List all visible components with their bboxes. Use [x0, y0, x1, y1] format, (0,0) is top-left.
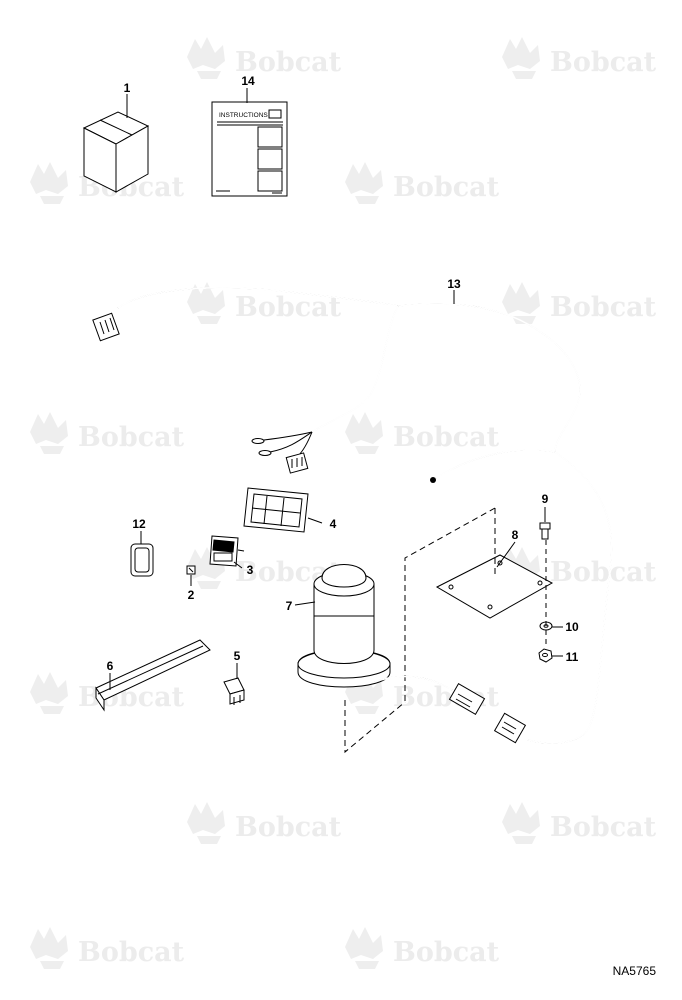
- switch-decal-icon: [130, 543, 154, 577]
- callout-3: 3: [247, 563, 254, 577]
- rocker-switch-icon: [209, 535, 245, 567]
- callout-12: 12: [132, 517, 146, 531]
- bobcat-logo-icon: [345, 412, 383, 454]
- bobcat-watermark: Bobcat: [187, 282, 342, 324]
- bobcat-watermark: Bobcat: [502, 282, 657, 324]
- callout-5: 5: [234, 649, 241, 663]
- callout-1: 1: [124, 81, 131, 95]
- watermark-brand-text: Bobcat: [550, 812, 657, 843]
- bobcat-logo-icon: [345, 927, 383, 969]
- wiring-harness-icon: [92, 287, 613, 744]
- lens-clip-icon: [186, 565, 196, 575]
- fuse-icon: [223, 677, 245, 705]
- bobcat-logo-icon: [187, 802, 225, 844]
- watermark-brand-text: Bobcat: [393, 422, 500, 453]
- beacon-light-icon: [297, 564, 486, 715]
- nut-icon: [538, 648, 553, 663]
- bobcat-watermark: Bobcat: [30, 927, 185, 969]
- bobcat-watermark: Bobcat: [502, 802, 657, 844]
- watermark-brand-text: Bobcat: [78, 422, 185, 453]
- bobcat-watermark: Bobcat: [345, 162, 500, 204]
- callout-8: 8: [512, 528, 519, 542]
- callout-4: 4: [330, 517, 337, 531]
- instruction-sheet-icon: INSTRUCTIONS: [211, 101, 288, 197]
- watermark-brand-text: Bobcat: [393, 172, 500, 203]
- bobcat-watermark: Bobcat: [502, 547, 657, 589]
- callout-leaders: [109, 88, 563, 690]
- alignment-lines: [344, 507, 547, 754]
- watermark-brand-text: Bobcat: [235, 292, 342, 323]
- bobcat-logo-icon: [502, 802, 540, 844]
- mounting-strip-icon: [95, 639, 211, 712]
- watermark-brand-text: Bobcat: [78, 937, 185, 968]
- figure-reference-code: NA5765: [613, 964, 657, 978]
- package-box-icon: [82, 111, 150, 193]
- bobcat-logo-icon: [30, 412, 68, 454]
- bobcat-watermark: Bobcat: [30, 412, 185, 454]
- watermark-brand-text: Bobcat: [393, 937, 500, 968]
- bobcat-logo-icon: [502, 37, 540, 79]
- bobcat-logo-icon: [502, 282, 540, 324]
- callout-7: 7: [286, 599, 293, 613]
- instructions-heading: INSTRUCTIONS: [219, 112, 268, 119]
- callout-numbers: 1 2 3 4 5 6 7 8 9 10 11 12 13 14: [107, 74, 579, 673]
- bobcat-logo-icon: [187, 37, 225, 79]
- bobcat-logo-icon: [345, 162, 383, 204]
- callout-11: 11: [566, 650, 579, 664]
- watermark-brand-text: Bobcat: [235, 812, 342, 843]
- callout-13: 13: [447, 277, 461, 291]
- bobcat-watermark: Bobcat: [502, 37, 657, 79]
- watermark-brand-text: Bobcat: [550, 47, 657, 78]
- bobcat-logo-icon: [30, 162, 68, 204]
- bobcat-watermark: Bobcat: [187, 37, 342, 79]
- bobcat-watermark: Bobcat: [345, 927, 500, 969]
- bobcat-watermark: Bobcat: [187, 802, 342, 844]
- switch-panel-icon: [243, 487, 309, 533]
- bobcat-watermark: Bobcat: [345, 412, 500, 454]
- callout-9: 9: [542, 492, 549, 506]
- watermark-brand-text: Bobcat: [235, 47, 342, 78]
- callout-6: 6: [107, 659, 114, 673]
- callout-14: 14: [241, 74, 255, 88]
- bolt-icon: [539, 522, 551, 540]
- bobcat-logo-icon: [30, 927, 68, 969]
- watermark-brand-text: Bobcat: [550, 292, 657, 323]
- watermark-brand-text: Bobcat: [550, 557, 657, 588]
- callout-2: 2: [188, 588, 195, 602]
- bobcat-logo-icon: [30, 672, 68, 714]
- callout-10: 10: [565, 620, 579, 634]
